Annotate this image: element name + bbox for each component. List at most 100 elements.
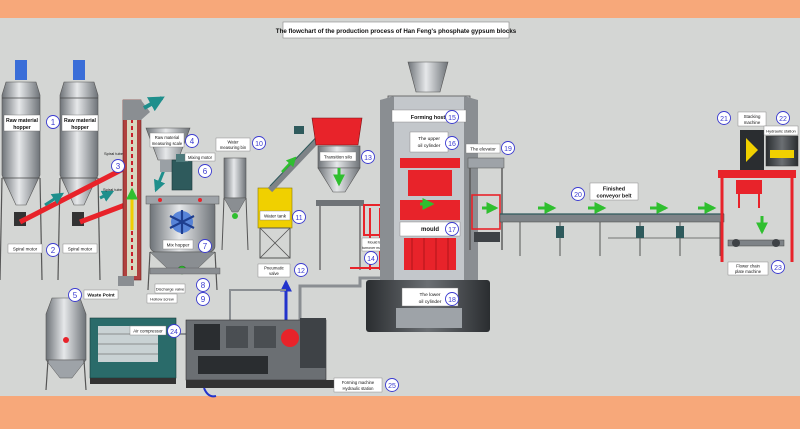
marker-23-num: 23 bbox=[774, 265, 782, 272]
forming-host bbox=[366, 61, 490, 332]
mould-turnover-label-a: Mould tray bbox=[368, 241, 385, 245]
marker-13 bbox=[361, 150, 375, 164]
marker-5-num: 5 bbox=[73, 291, 78, 300]
marker-5 bbox=[68, 288, 82, 302]
marker-3-num: 3 bbox=[116, 162, 121, 171]
water-tank-label: Water tank bbox=[264, 214, 287, 219]
marker-22-num: 22 bbox=[779, 116, 787, 123]
marker-14-num: 14 bbox=[367, 256, 375, 263]
hollow-screw bbox=[149, 267, 221, 275]
flow-arrow bbox=[143, 96, 165, 112]
marker-10 bbox=[252, 136, 266, 150]
water-measuring-label-a: Water bbox=[227, 140, 239, 145]
marker-1-num: 1 bbox=[51, 118, 56, 127]
hydraulic-station-box bbox=[763, 125, 799, 136]
marker-7-num: 7 bbox=[203, 242, 208, 251]
marker-1 bbox=[46, 115, 60, 129]
marker-6-num: 6 bbox=[203, 167, 208, 176]
marker-20 bbox=[571, 187, 585, 201]
marker-8-num: 8 bbox=[201, 281, 206, 290]
discharge-valve-label: Discharge valve bbox=[156, 287, 185, 292]
water-measuring-label-b: measuring bin bbox=[220, 145, 247, 150]
raw-hopper-2 bbox=[57, 60, 101, 281]
marker-9 bbox=[196, 292, 210, 306]
marker-23 bbox=[771, 260, 785, 274]
stacking-machine bbox=[718, 130, 796, 262]
flow-arrow bbox=[99, 190, 115, 202]
flow-arrow bbox=[281, 156, 297, 173]
transition-silo bbox=[311, 117, 364, 270]
marker-24-num: 24 bbox=[170, 329, 178, 336]
raw-measuring-label-a: Raw material bbox=[155, 135, 180, 140]
upper-oil-cylinder-label-a: The upper bbox=[418, 136, 440, 142]
marker-15-num: 15 bbox=[448, 115, 456, 122]
raw-hopper-2-label-a: Raw material bbox=[64, 118, 97, 124]
marker-24 bbox=[167, 324, 181, 338]
marker-10-num: 10 bbox=[255, 141, 263, 148]
hydraulic-main-label-a: Forming machine bbox=[342, 380, 375, 385]
finished-belt-box bbox=[589, 182, 639, 201]
spiral-tube-b-label: Spiral tube bbox=[103, 187, 123, 192]
spiral-motor-1-label: Spiral motor bbox=[13, 247, 38, 252]
marker-4-num: 4 bbox=[190, 137, 195, 146]
pneumatic-valve-label-b: valve bbox=[269, 271, 279, 276]
title-box bbox=[282, 21, 510, 39]
water-measuring-bin bbox=[221, 157, 249, 251]
waste-point-label: Waste Point bbox=[87, 293, 115, 299]
waste-point-box bbox=[83, 289, 119, 300]
mould-label: mould bbox=[421, 227, 439, 233]
number-markers: 1 2 3 4 5 6 7 8 9 10 11 12 13 14 15 16 1… bbox=[46, 110, 790, 392]
marker-8 bbox=[196, 278, 210, 292]
stacking-machine-label-b: machine bbox=[744, 120, 761, 125]
hydraulic-station-small bbox=[765, 135, 799, 167]
marker-7 bbox=[198, 239, 212, 253]
pneumatic-valve-label-a: Pneumatic bbox=[264, 266, 284, 271]
raw-measuring-label-b: measuring scale bbox=[152, 141, 183, 146]
spiral-conveyor-2 bbox=[79, 202, 126, 225]
marker-6 bbox=[198, 164, 212, 178]
hollow-screw-label: Hollow screw bbox=[150, 297, 174, 302]
flow-arrow bbox=[153, 169, 166, 193]
marker-15 bbox=[445, 110, 459, 124]
marker-4 bbox=[185, 134, 199, 148]
hollow-screw-box bbox=[146, 293, 178, 304]
mould-turnover-label-b: turnover machine bbox=[362, 246, 390, 250]
water-tank bbox=[257, 187, 293, 259]
marker-12-num: 12 bbox=[297, 268, 305, 275]
raw-hopper-1-label-a: Raw material bbox=[6, 118, 39, 124]
marker-20-num: 20 bbox=[574, 192, 582, 199]
marker-2-num: 2 bbox=[51, 246, 56, 255]
stacking-machine-box bbox=[737, 111, 767, 127]
hydraulic-main-label-b: Hydraulic station bbox=[343, 386, 375, 391]
marker-12 bbox=[294, 263, 308, 277]
flower-chain-label-b: plate machine bbox=[735, 269, 762, 274]
finished-belt-label-a: Finished bbox=[603, 187, 625, 193]
diagram-title: The flowchart of the production process … bbox=[276, 28, 517, 35]
marker-21-num: 21 bbox=[720, 116, 728, 123]
air-compressor-box bbox=[129, 325, 167, 336]
transition-silo-box bbox=[319, 151, 357, 162]
mixing-motor-label: Mixing motor bbox=[188, 155, 213, 160]
flow-arrow bbox=[44, 192, 65, 207]
marker-19 bbox=[501, 141, 515, 155]
finished-conveyor-belt bbox=[499, 213, 725, 256]
marker-16-num: 16 bbox=[448, 141, 456, 148]
transition-silo-label: Transition silo bbox=[324, 155, 353, 160]
marker-25-num: 25 bbox=[388, 383, 396, 390]
marker-13-num: 13 bbox=[364, 155, 372, 162]
marker-25 bbox=[385, 378, 399, 392]
spiral-motor-2-label-box bbox=[62, 243, 98, 254]
bucket-elevator bbox=[118, 99, 150, 286]
spiral-motor-2-label: Spiral motor bbox=[68, 247, 93, 252]
spiral-motor-1-label-box bbox=[7, 243, 43, 254]
marker-9-num: 9 bbox=[201, 295, 206, 304]
water-tank-box bbox=[259, 210, 291, 221]
marker-21 bbox=[717, 111, 731, 125]
marker-17 bbox=[445, 222, 459, 236]
hydraulic-main-box bbox=[333, 377, 383, 393]
hydraulic-station-label: Hydraulic station bbox=[766, 129, 796, 134]
lower-oil-cylinder-label-a: The lower bbox=[419, 292, 440, 298]
flower-chain-plate-machine bbox=[727, 239, 785, 247]
marker-11 bbox=[292, 210, 306, 224]
block-elevator bbox=[467, 157, 505, 250]
